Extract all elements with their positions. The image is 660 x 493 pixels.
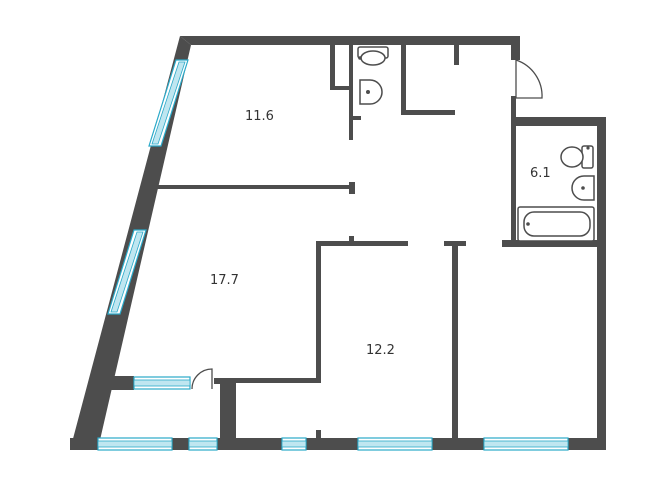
- room-d-area: 6.1: [530, 166, 551, 181]
- window-left-middle-glass: [110, 231, 144, 313]
- room-c-left-wall: [316, 241, 321, 383]
- wc-right-bottom: [401, 110, 455, 115]
- fixtures: [357, 46, 595, 242]
- window-bottom-2-glass: [188, 440, 218, 448]
- window-bottom-4-glass: [357, 440, 433, 448]
- room-c-top-wall: [316, 241, 408, 246]
- bath-sink-icon: [571, 175, 595, 201]
- room-b-area: 17.7: [210, 273, 239, 288]
- room-labels: 11.6 17.7 12.2 6.1: [210, 109, 551, 358]
- sink-icon: [359, 79, 383, 105]
- window-left-upper-glass: [151, 61, 186, 145]
- wall-room-a-b: [152, 185, 352, 189]
- window-bottom-3-glass: [281, 440, 307, 448]
- bottom-windows: [97, 437, 569, 451]
- wc-bottom-wall: [330, 86, 350, 90]
- window-bottom-5-glass: [483, 440, 569, 448]
- balcony-wall-left: [104, 376, 134, 390]
- room-c-divider: [452, 244, 458, 440]
- balcony-window-glass: [133, 379, 191, 387]
- right-wall-upper: [511, 36, 520, 60]
- room-a-area: 11.6: [245, 109, 274, 124]
- bath-top-wall: [511, 117, 606, 126]
- right-wall-lower: [597, 117, 606, 450]
- closet-wall-left: [220, 378, 236, 440]
- wc-right-wall: [401, 45, 406, 115]
- interior-walls: [104, 45, 602, 440]
- room-c-bottom-stub: [316, 430, 321, 440]
- bath-left-wall: [511, 200, 516, 245]
- bath-bottom-wall: [502, 240, 602, 247]
- entry-door-arc: [515, 59, 543, 99]
- balcony-door-arc: [191, 368, 213, 390]
- top-wall: [180, 36, 520, 45]
- room-c-bottom-left: [222, 378, 321, 383]
- room-c-divider-top: [444, 241, 466, 246]
- wc-partition: [349, 45, 353, 140]
- wc-left-wall: [330, 45, 335, 90]
- bathtub-icon: [517, 206, 595, 242]
- bath-toilet-icon: [560, 145, 594, 169]
- wall-room-a-b-end: [349, 182, 355, 194]
- window-bottom-1-glass: [97, 440, 173, 448]
- doors: [191, 59, 543, 390]
- room-c-area: 12.2: [366, 343, 395, 358]
- room-c-top-stub: [349, 236, 354, 244]
- toilet-icon: [357, 46, 389, 66]
- entry-wall: [511, 96, 516, 236]
- left-windows: [107, 59, 189, 315]
- wc-partition-bottom: [349, 116, 361, 120]
- closet-stub: [454, 45, 459, 65]
